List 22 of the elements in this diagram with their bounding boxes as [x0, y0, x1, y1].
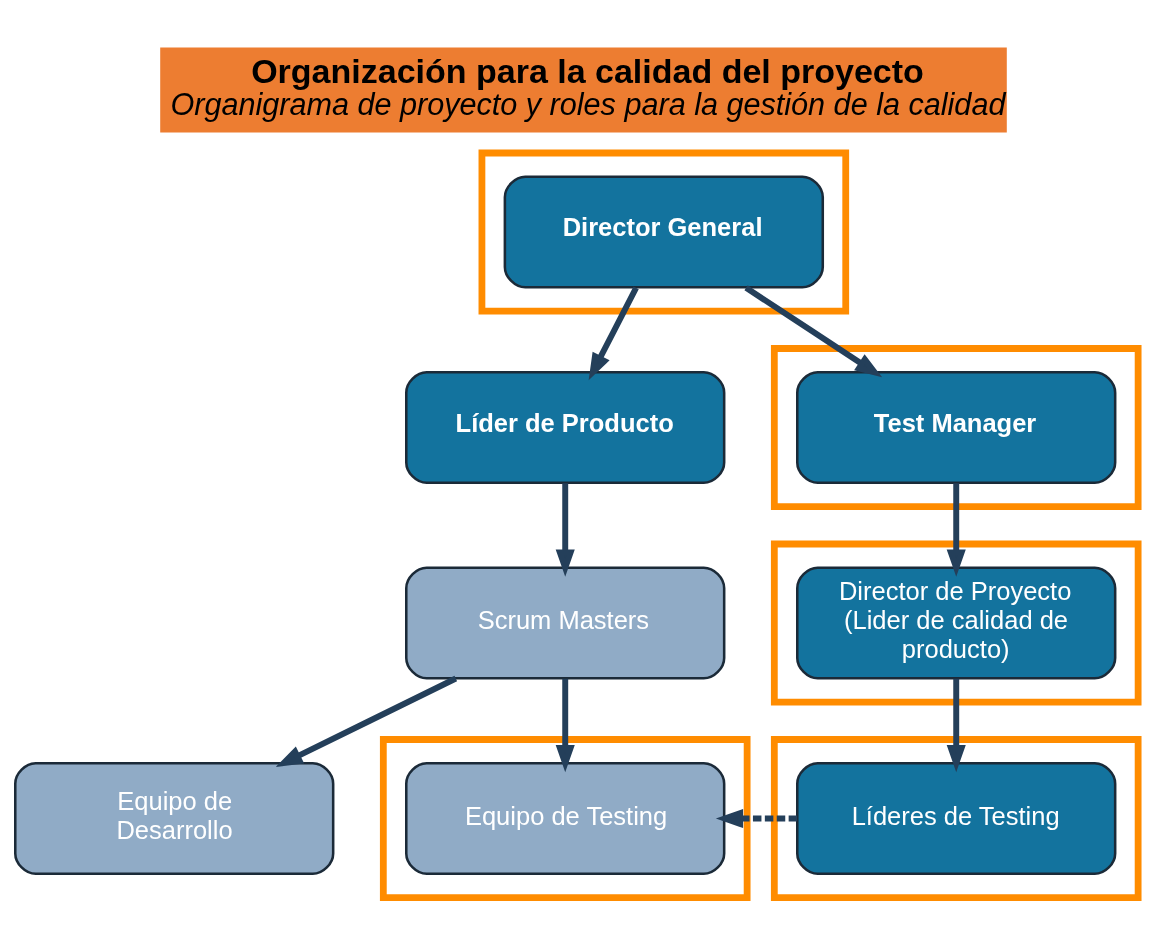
arrow: [946, 678, 966, 773]
cluster: [770, 345, 1142, 510]
node-box: Test Manager: [796, 371, 1117, 485]
node-box: Director de Proyecto (Lider de calidad de producto): [796, 566, 1117, 680]
arrow: [555, 678, 575, 773]
diagram-title: Organización para la calidad del proyecto: [251, 52, 924, 91]
arrow: [946, 483, 966, 577]
node-box: Equipo de Testing: [405, 762, 726, 876]
cluster: [770, 736, 1142, 901]
arrow: [744, 285, 883, 378]
node-box: Líderes de Testing: [796, 762, 1117, 876]
node-box: Equipo de Desarrollo: [14, 762, 335, 876]
cluster: [478, 149, 850, 315]
arrow: [715, 809, 798, 829]
node-box: Scrum Masters: [405, 566, 726, 680]
cluster: [379, 736, 751, 901]
arrow: [555, 483, 575, 577]
node-box: Líder de Producto: [405, 371, 726, 485]
arrow: [588, 286, 639, 381]
arrow: [275, 675, 458, 768]
node-box: Director General: [503, 175, 825, 289]
cluster: [770, 540, 1142, 706]
